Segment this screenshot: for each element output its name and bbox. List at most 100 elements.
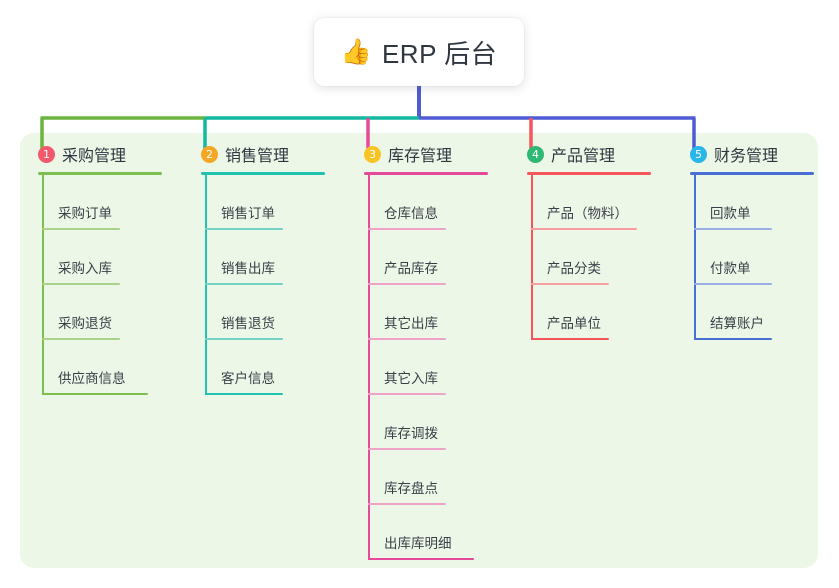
branch-column-2: 2 销售管理销售订单销售出库销售退货客户信息 <box>183 133 343 395</box>
list-item-label: 采购订单 <box>58 206 112 221</box>
list-item-underline <box>42 228 120 230</box>
list-item-underline <box>368 448 446 450</box>
list-item-label: 产品分类 <box>547 261 601 276</box>
list-item-label: 供应商信息 <box>58 371 126 386</box>
list-item-underline <box>42 283 120 285</box>
list-item-label: 销售出库 <box>221 261 275 276</box>
branch-underline-2 <box>201 172 325 175</box>
list-item[interactable]: 产品库存 <box>346 230 506 285</box>
list-item-underline <box>531 283 609 285</box>
list-item-label: 产品（物料） <box>547 206 628 221</box>
branch-badge-1: 1 <box>38 145 55 163</box>
list-item-underline <box>205 283 283 285</box>
thumbs-up-emoji: 👍 <box>340 37 372 66</box>
list-item[interactable]: 付款单 <box>672 230 832 285</box>
branch-items-5: 回款单付款单结算账户 <box>672 175 832 340</box>
list-item-underline <box>205 338 283 340</box>
branch-columns: 1 采购管理采购订单采购入库采购退货供应商信息 2 销售管理销售订单销售出库销售退货客… <box>20 133 818 568</box>
branch-spine-2 <box>205 175 207 395</box>
list-item[interactable]: 采购入库 <box>20 230 180 285</box>
list-item-underline <box>368 228 446 230</box>
branch-underline-4 <box>527 172 651 175</box>
list-item-underline <box>205 228 283 230</box>
list-item-underline <box>531 338 609 340</box>
branch-header-1[interactable]: 1 采购管理 <box>20 133 180 175</box>
list-item[interactable]: 产品分类 <box>509 230 669 285</box>
list-item-label: 采购入库 <box>58 261 112 276</box>
list-item[interactable]: 销售出库 <box>183 230 343 285</box>
branch-header-3[interactable]: 3 库存管理 <box>346 133 506 175</box>
list-item-underline <box>694 228 772 230</box>
branch-spine-5 <box>694 175 696 340</box>
list-item[interactable]: 仓库信息 <box>346 175 506 230</box>
branch-badge-2: 2 <box>201 145 218 163</box>
list-item[interactable]: 客户信息 <box>183 340 343 395</box>
branch-spine-4 <box>531 175 533 340</box>
list-item[interactable]: 销售退货 <box>183 285 343 340</box>
branch-items-1: 采购订单采购入库采购退货供应商信息 <box>20 175 180 395</box>
list-item-label: 产品单位 <box>547 316 601 331</box>
list-item[interactable]: 回款单 <box>672 175 832 230</box>
branch-spine-1 <box>42 175 44 395</box>
branch-title-2: 销售管理 <box>225 148 290 165</box>
list-item[interactable]: 采购退货 <box>20 285 180 340</box>
list-item[interactable]: 库存盘点 <box>346 450 506 505</box>
list-item-label: 销售退货 <box>221 316 275 331</box>
branch-header-2[interactable]: 2 销售管理 <box>183 133 343 175</box>
branch-items-2: 销售订单销售出库销售退货客户信息 <box>183 175 343 395</box>
list-item-label: 产品库存 <box>384 261 438 276</box>
list-item-label: 付款单 <box>710 261 751 276</box>
list-item[interactable]: 出库库明细 <box>346 505 506 560</box>
list-item-underline <box>694 283 772 285</box>
list-item-label: 回款单 <box>710 206 751 221</box>
list-item-label: 客户信息 <box>221 371 275 386</box>
list-item-label: 结算账户 <box>710 316 764 331</box>
list-item-underline <box>531 228 637 230</box>
branch-title-3: 库存管理 <box>388 148 453 165</box>
branches-panel <box>20 133 818 568</box>
list-item[interactable]: 其它入库 <box>346 340 506 395</box>
list-item[interactable]: 产品（物料） <box>509 175 669 230</box>
branch-badge-4: 4 <box>527 145 544 163</box>
list-item[interactable]: 结算账户 <box>672 285 832 340</box>
list-item-underline <box>42 393 148 395</box>
branch-column-3: 3 库存管理仓库信息产品库存其它出库其它入库库存调拨库存盘点出库库明细 <box>346 133 506 560</box>
branch-badge-3: 3 <box>364 145 381 163</box>
branch-header-5[interactable]: 5 财务管理 <box>672 133 832 175</box>
root-title: ERP 后台 <box>381 38 498 69</box>
list-item[interactable]: 销售订单 <box>183 175 343 230</box>
list-item-label: 其它入库 <box>384 371 438 386</box>
root-node[interactable]: 👍 ERP 后台 <box>314 18 524 86</box>
list-item[interactable]: 库存调拨 <box>346 395 506 450</box>
list-item-label: 仓库信息 <box>384 206 438 221</box>
list-item-underline <box>368 338 446 340</box>
branch-items-4: 产品（物料） 产品分类产品单位 <box>509 175 669 340</box>
list-item[interactable]: 采购订单 <box>20 175 180 230</box>
list-item-label: 其它出库 <box>384 316 438 331</box>
branch-title-1: 采购管理 <box>62 148 127 165</box>
branch-underline-1 <box>38 172 162 175</box>
list-item-underline <box>368 503 446 505</box>
list-item-underline <box>368 283 446 285</box>
branch-title-5: 财务管理 <box>714 148 779 165</box>
list-item[interactable]: 其它出库 <box>346 285 506 340</box>
branch-column-1: 1 采购管理采购订单采购入库采购退货供应商信息 <box>20 133 180 395</box>
branch-underline-5 <box>690 172 814 175</box>
list-item[interactable]: 产品单位 <box>509 285 669 340</box>
list-item-underline <box>42 338 120 340</box>
list-item-label: 库存调拨 <box>384 426 438 441</box>
branch-items-3: 仓库信息产品库存其它出库其它入库库存调拨库存盘点出库库明细 <box>346 175 506 560</box>
branch-column-5: 5 财务管理回款单付款单结算账户 <box>672 133 832 340</box>
list-item-underline <box>205 393 283 395</box>
branch-spine-3 <box>368 175 370 560</box>
list-item-label: 销售订单 <box>221 206 275 221</box>
list-item[interactable]: 供应商信息 <box>20 340 180 395</box>
list-item-underline <box>694 338 772 340</box>
branch-underline-3 <box>364 172 488 175</box>
list-item-underline <box>368 393 446 395</box>
branch-badge-5: 5 <box>690 145 707 163</box>
list-item-label: 库存盘点 <box>384 481 438 496</box>
